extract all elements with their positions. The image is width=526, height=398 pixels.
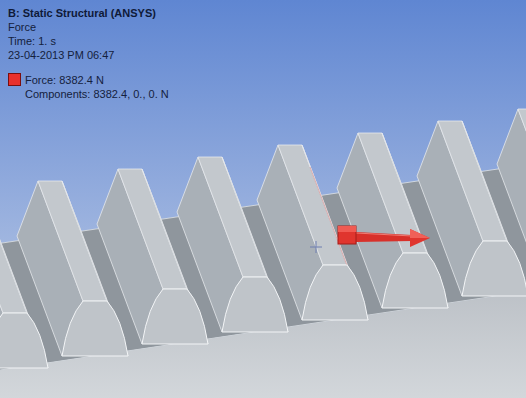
- load-name: Force: [8, 20, 36, 34]
- force-components: Components: 8382.4, 0., 0. N: [25, 87, 169, 101]
- legend-swatch: [8, 73, 21, 86]
- date-stamp: 23-04-2013 PM 06:47: [8, 48, 114, 62]
- time-stamp: Time: 1. s: [8, 34, 56, 48]
- solver-title: B: Static Structural (ANSYS): [8, 6, 156, 20]
- legend-text: Force: 8382.4 N: [25, 73, 104, 87]
